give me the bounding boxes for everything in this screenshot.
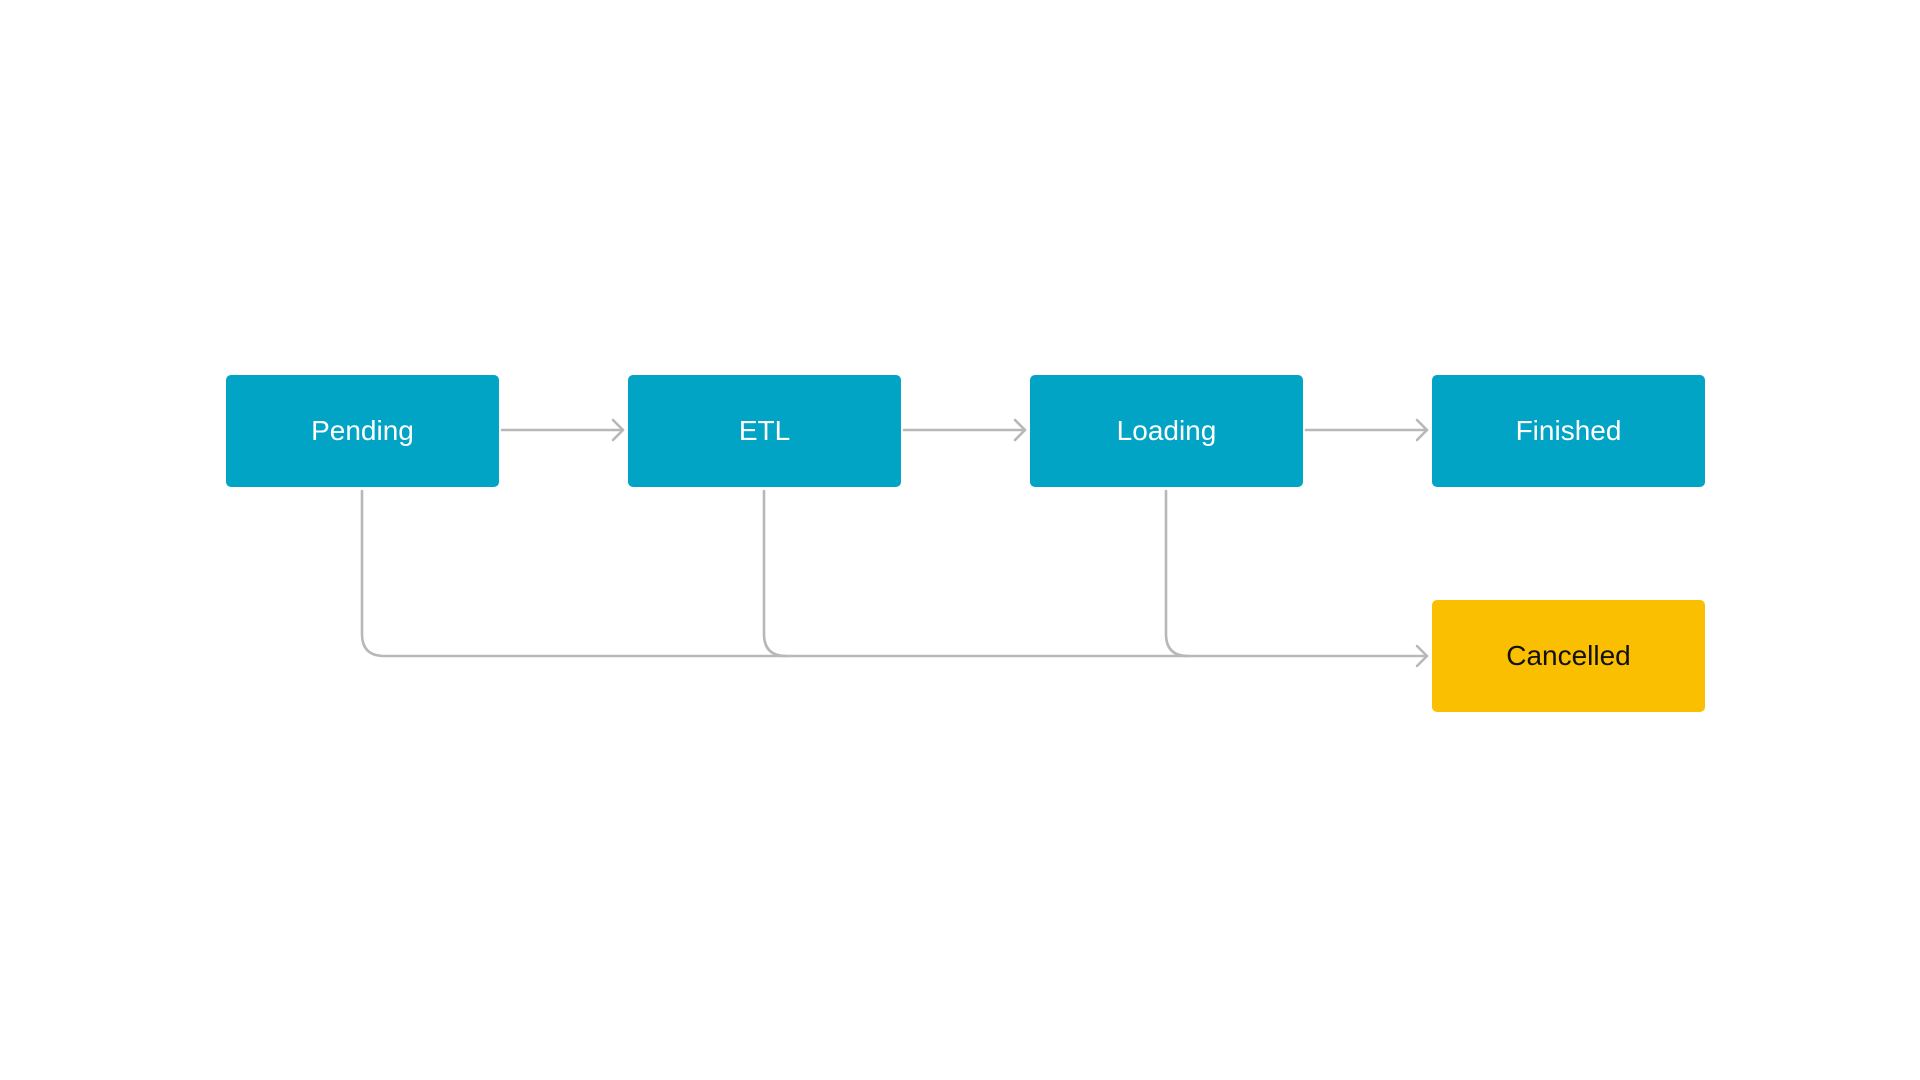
edge-pending-to-etl (500, 418, 625, 442)
state-node-pending: Pending (226, 375, 499, 487)
state-node-loading: Loading (1030, 375, 1303, 487)
state-label-loading: Loading (1116, 415, 1217, 446)
state-label-cancelled: Cancelled (1506, 640, 1631, 671)
edge-etl-to-loading (902, 418, 1027, 442)
state-label-etl: ETL (738, 415, 791, 446)
state-node-cancelled: Cancelled (1432, 600, 1705, 712)
edge-etl-to-cancelled (762, 489, 788, 658)
edge-loading-to-finished (1304, 418, 1429, 442)
cancel-arrowhead (1415, 644, 1429, 668)
state-label-pending: Pending (311, 415, 414, 446)
state-node-etl: ETL (628, 375, 901, 487)
edge-loading-to-cancelled (1164, 489, 1190, 658)
state-node-finished: Finished (1432, 375, 1705, 487)
state-label-finished: Finished (1515, 415, 1622, 446)
edge-pending-to-cancelled (360, 489, 1429, 658)
